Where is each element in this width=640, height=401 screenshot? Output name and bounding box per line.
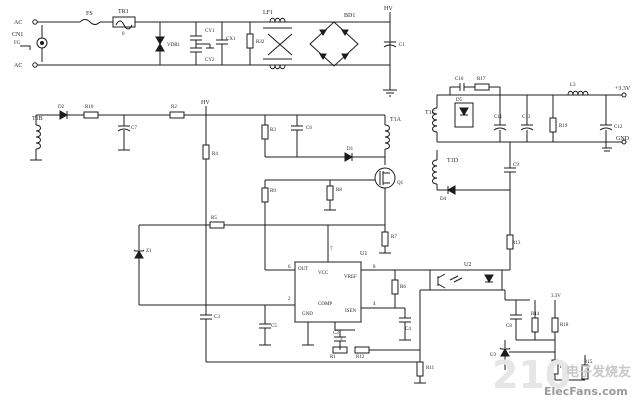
fs-label: FS — [86, 11, 93, 17]
c6-label: C6 — [306, 126, 312, 131]
c3-label: C3 — [214, 315, 220, 320]
watermark: 210 电子发烧友 ElecFans.com — [492, 353, 631, 398]
r3-label: R3 — [270, 128, 276, 133]
t1c-label: T1C — [425, 110, 436, 116]
r17-label: R17 — [477, 77, 486, 82]
c13-label: C13 — [522, 115, 531, 120]
r16-label: R16 — [560, 365, 569, 370]
c7-label: C7 — [131, 126, 137, 131]
r8-label: R8 — [336, 188, 342, 193]
r2-label: R2 — [171, 105, 177, 110]
r14-label: R14 — [531, 312, 540, 317]
r18-label: R18 — [560, 323, 569, 328]
r11-label: R11 — [426, 366, 435, 371]
ac-top-label: AC — [14, 20, 22, 26]
ac-bottom-label: AC — [14, 63, 22, 69]
c11-label: C11 — [494, 115, 503, 120]
bd1-label: BD1 — [344, 13, 355, 19]
c9-label: C9 — [513, 163, 519, 168]
u3-label: U3 — [490, 353, 497, 358]
pin3-label: 3 — [340, 337, 343, 342]
tr1-label: TR1 — [118, 9, 129, 15]
c1-label: C1 — [399, 43, 405, 48]
u1-gnd-pin-label: GND — [302, 312, 313, 317]
out-gnd-label: GND — [616, 136, 630, 142]
c4-label: C4 — [405, 327, 411, 332]
c5-label: C5 — [271, 324, 277, 329]
r4-label: R4 — [212, 152, 218, 157]
fg-label: FG — [14, 41, 21, 46]
u1-out-pin-label: OUT — [298, 267, 308, 272]
c2-label: C2 — [333, 331, 339, 336]
pin6-label: 6 — [288, 265, 291, 270]
c10-label: C10 — [455, 77, 464, 82]
lf1-label: LF1 — [263, 10, 273, 16]
vdr1-label: VDR1 — [167, 43, 181, 48]
z1-label: Z1 — [146, 249, 152, 254]
r19-label: R19 — [559, 124, 568, 129]
secondary-section: T1C C10 R17 D5 C11 C13 R19 — [420, 77, 631, 381]
input-filter-section: AC AC CN1 FG FS TR1 0 VDR1 — [12, 6, 405, 97]
hv-top-label: HV — [384, 6, 393, 12]
d4-label: D4 — [440, 197, 447, 202]
r1-label: R1 — [330, 355, 336, 360]
pin2-label: 2 — [288, 297, 291, 302]
t1b-label: T1B — [32, 116, 43, 122]
watermark-site: ElecFans.com — [544, 385, 628, 398]
r5-label: R5 — [211, 216, 217, 221]
r7-label: R7 — [391, 235, 397, 240]
primary-section: T1B D2 R10 C7 R2 HV R4 R3 — [30, 100, 435, 384]
q1-label: Q1 — [397, 181, 404, 186]
u2-optocoupler — [429, 269, 503, 291]
r9-label: R9 — [270, 189, 276, 194]
out-33v-label: +3.3V — [615, 86, 631, 92]
t1a-label: T1A — [390, 117, 402, 123]
tr1-value: 0 — [122, 32, 125, 37]
r6-label: R6 — [400, 285, 406, 290]
cn1-label: CN1 — [12, 32, 23, 38]
u1-comp-pin-label: COMP — [318, 302, 332, 307]
r13-label: R13 — [512, 241, 521, 246]
cx1-label: CX1 — [226, 37, 236, 42]
pin7-label: 7 — [330, 247, 333, 252]
t1d-label: T1D — [447, 158, 459, 164]
d1-label: D1 — [347, 147, 354, 152]
cy1-label: CY1 — [205, 29, 215, 34]
pin8-label: 8 — [373, 265, 376, 270]
u1-isen-pin-label: ISEN — [345, 309, 357, 314]
pin4-label: 4 — [373, 302, 376, 307]
r10-label: R10 — [85, 105, 94, 110]
v33-label: 3.3V — [551, 294, 561, 299]
watermark-ghost-text: 210 — [492, 353, 571, 397]
r15-label: R15 — [584, 360, 593, 365]
cy2-label: CY2 — [205, 58, 215, 63]
r12-label: R12 — [356, 355, 365, 360]
u2-label: U2 — [464, 262, 471, 268]
u1-label: U1 — [360, 251, 367, 257]
watermark-brand: 电子发烧友 — [566, 364, 631, 380]
d5-label: D5 — [456, 98, 463, 103]
d2-label: D2 — [58, 105, 65, 110]
r32-label: R32 — [256, 40, 265, 45]
c8-label: C8 — [506, 324, 512, 329]
hv-mid-label: HV — [201, 100, 210, 106]
u1-vref-pin-label: VREF — [344, 275, 357, 280]
l3-label: L3 — [570, 83, 576, 88]
u1-vcc-pin-label: VCC — [318, 271, 329, 276]
c12-label: C12 — [614, 125, 623, 130]
